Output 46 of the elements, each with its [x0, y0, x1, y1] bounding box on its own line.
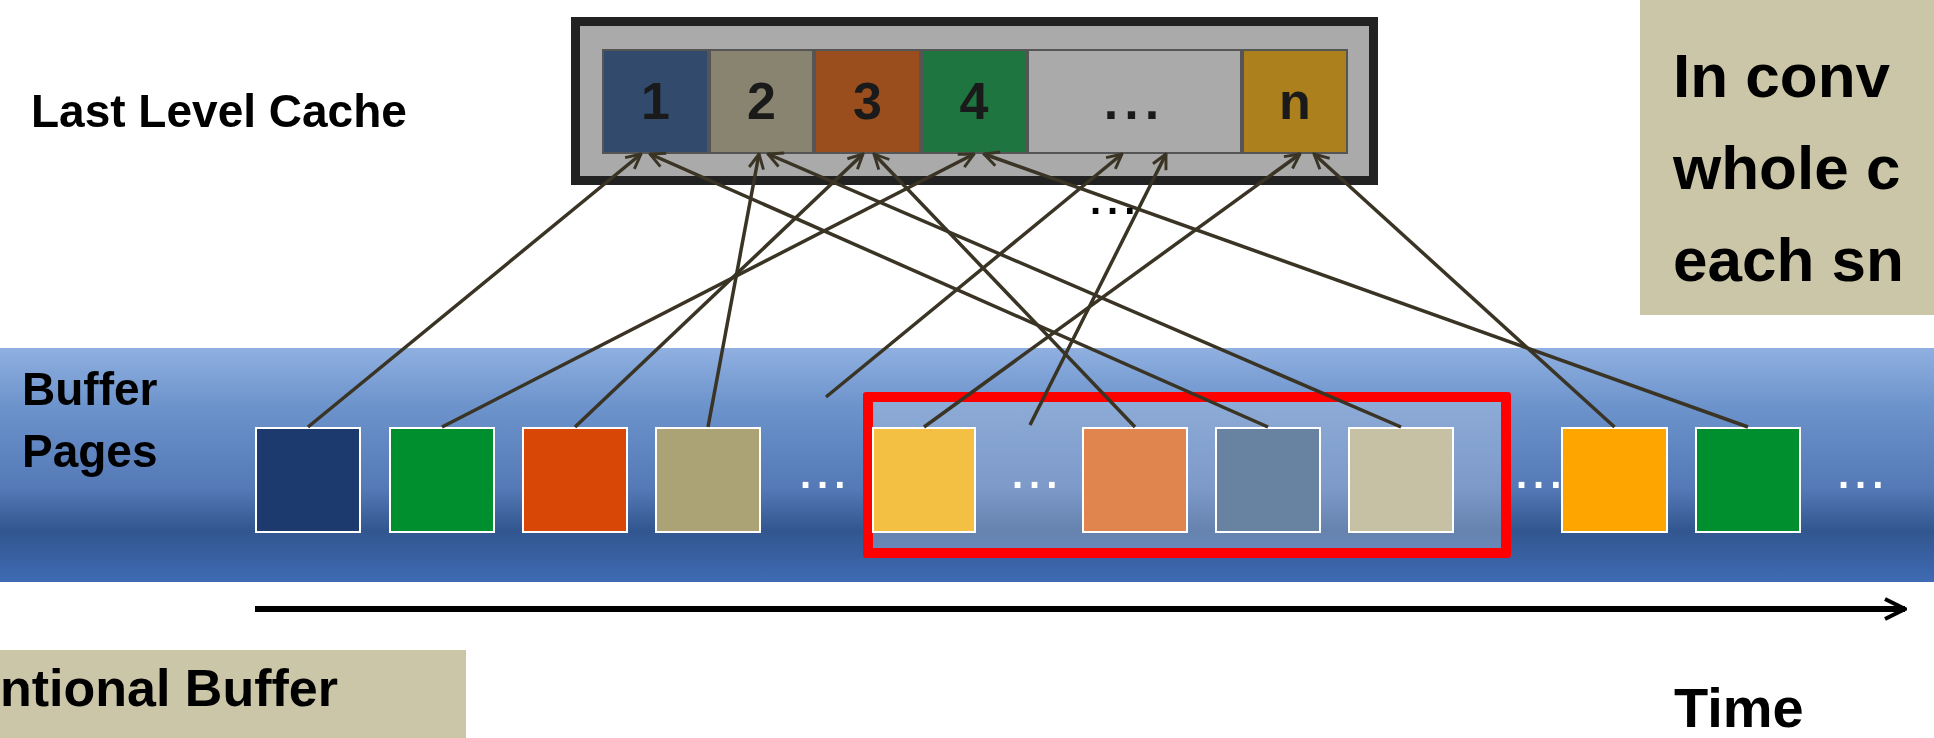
slot-label: 1	[640, 71, 671, 131]
arrow	[1028, 152, 1168, 426]
page-square	[1561, 427, 1668, 533]
cache-slot	[709, 49, 814, 154]
slot-label: n	[1278, 71, 1312, 131]
note-box	[1640, 0, 1934, 315]
page-square	[389, 427, 495, 533]
arrow	[706, 152, 765, 428]
page-square	[1695, 427, 1801, 533]
cache-heading: Last Level Cache	[31, 84, 407, 138]
arrow	[922, 152, 1302, 429]
buffer-band	[0, 348, 1934, 582]
note-text: In conv whole c each sn	[1673, 40, 1905, 296]
page-square	[1348, 427, 1454, 533]
page-square	[1215, 427, 1321, 533]
arrow	[306, 152, 643, 429]
arrow	[441, 152, 976, 429]
page-square	[522, 427, 628, 533]
axis-label: Time	[1674, 675, 1804, 738]
note-box	[0, 650, 466, 738]
arrow	[1312, 152, 1616, 429]
ellipsis: ...	[800, 452, 852, 497]
slot-label: ...	[1102, 71, 1167, 131]
slot-label: 3	[852, 71, 883, 131]
page-square	[872, 427, 976, 533]
page-square	[255, 427, 361, 533]
arrow	[766, 151, 1402, 429]
cache-slot	[814, 49, 921, 154]
arrow	[872, 152, 1137, 429]
slot-label: 4	[958, 71, 990, 131]
page-square	[1082, 427, 1188, 533]
arrow	[982, 150, 1749, 429]
ellipsis: ...	[1012, 452, 1064, 497]
ellipsis: ...	[1090, 178, 1142, 223]
cache-slot	[1027, 49, 1242, 154]
slot-label: 2	[746, 71, 777, 131]
band-heading: Buffer Pages	[22, 362, 159, 479]
ellipsis: ...	[1838, 452, 1890, 497]
note-text: ntional Buffer	[0, 658, 338, 718]
arrow	[573, 152, 865, 429]
ellipsis: ...	[1516, 452, 1568, 497]
page-square	[655, 427, 761, 533]
arrow	[824, 152, 1124, 399]
cache-slot	[602, 49, 709, 154]
cache-slot	[1242, 49, 1348, 154]
cache-slot	[921, 49, 1027, 154]
